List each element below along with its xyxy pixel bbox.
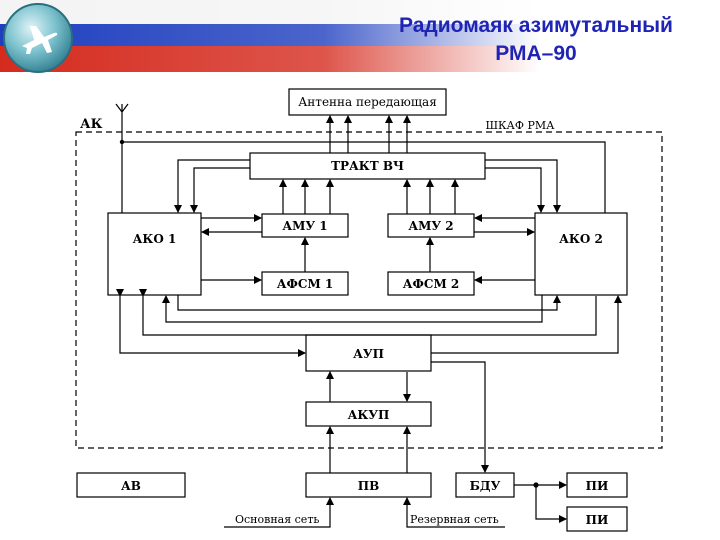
pi1-label: ПИ [586, 479, 609, 493]
bdu-label: БДУ [470, 479, 501, 493]
antenna-label: Антенна передающая [298, 95, 437, 109]
amu1-label: АМУ 1 [282, 219, 327, 233]
ako1-box [107, 212, 202, 296]
main-net-label: Основная сеть [235, 513, 319, 526]
flag-stripes [0, 0, 720, 90]
antenna-symbol [115, 103, 129, 142]
cabinet-label: ШКАФ РМА [485, 119, 555, 132]
pi2-label: ПИ [586, 513, 609, 527]
afsm2-label: АФСМ 2 [403, 277, 460, 291]
antenna-box [288, 88, 447, 116]
reserve-net-label: Резервная сеть [410, 513, 499, 526]
title-line-2: РМА–90 [495, 42, 577, 65]
ak-label: АК [80, 117, 103, 132]
title-line-1: Радиомаяк азимутальный [399, 14, 673, 37]
amu2-label: АМУ 2 [408, 219, 453, 233]
pv-label: ПВ [358, 479, 379, 493]
pi2-box [566, 506, 628, 532]
page-title: Радиомаяк азимутальный РМА–90 [366, 12, 706, 68]
ako1-label: АКО 1 [133, 232, 177, 246]
av-label: АВ [121, 479, 141, 493]
ako2-label: АКО 2 [559, 232, 603, 246]
akup-box [305, 401, 432, 427]
pv-box [305, 472, 432, 498]
aup-label: АУП [353, 347, 384, 361]
airplane-icon [3, 3, 73, 73]
ako2-box [534, 212, 628, 296]
afsm1-label: АФСМ 1 [277, 277, 334, 291]
av-box [76, 472, 186, 498]
header-band [0, 0, 720, 90]
cabinet-outline [75, 131, 663, 449]
akup-label: АКУП [348, 408, 390, 422]
trakt-label: ТРАКТ ВЧ [331, 159, 404, 173]
trakt-box [249, 152, 486, 180]
pi1-box [566, 472, 628, 498]
